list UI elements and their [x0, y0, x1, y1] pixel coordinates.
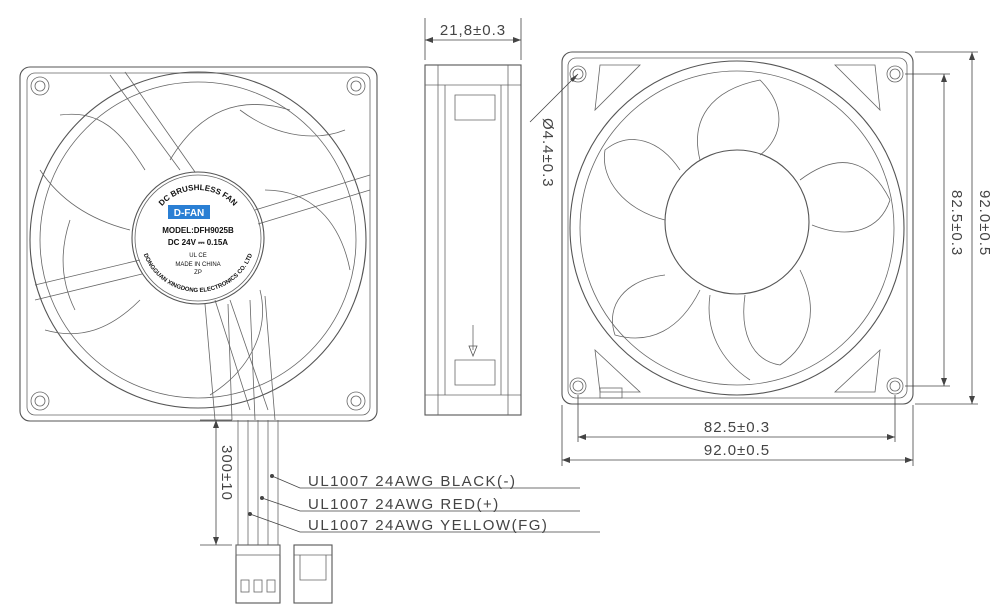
wire-label-red: UL1007 24AWG RED(+)	[308, 496, 500, 513]
dim-width: 92.0±0.5	[704, 442, 770, 459]
dim-hole-diameter: Ø4.4±0.3	[539, 118, 556, 188]
wire-callouts: UL1007 24AWG BLACK(-) UL1007 24AWG RED(+…	[248, 473, 600, 534]
label-arc-top: DC BRUSHLESS FAN	[157, 183, 239, 208]
brand-logo-text: D-FAN	[174, 208, 205, 219]
brand-logo	[168, 205, 210, 219]
dim-hole-spacing-horizontal: 82.5±0.3	[704, 419, 770, 436]
fan-front-view: Ø4.4±0.3 82.5±0.3 92.0±0.5 82.5±0.3 92.0…	[529, 51, 993, 466]
fan-side-view: 21,8±0.3	[424, 18, 522, 416]
label-code: ZP	[194, 270, 202, 276]
label-model: MODEL:DFH9025B	[162, 226, 234, 235]
wire-label-yellow: UL1007 24AWG YELLOW(FG)	[308, 517, 548, 534]
label-cert: UL CE	[189, 253, 206, 259]
dim-hole-spacing-vertical: 82.5±0.3	[948, 190, 965, 256]
dim-depth: 21,8±0.3	[440, 22, 506, 39]
wire-label-black: UL1007 24AWG BLACK(-)	[308, 473, 517, 490]
dim-height: 92.0±0.5	[976, 190, 993, 256]
label-origin: MADE IN CHINA	[175, 262, 220, 268]
dim-lead-length: 300±10	[218, 445, 235, 501]
label-rating: DC 24V ⎓ 0.15A	[168, 238, 228, 247]
fan-back-view: DC BRUSHLESS FAN D-FAN MODEL:DFH9025B DC…	[19, 66, 378, 422]
